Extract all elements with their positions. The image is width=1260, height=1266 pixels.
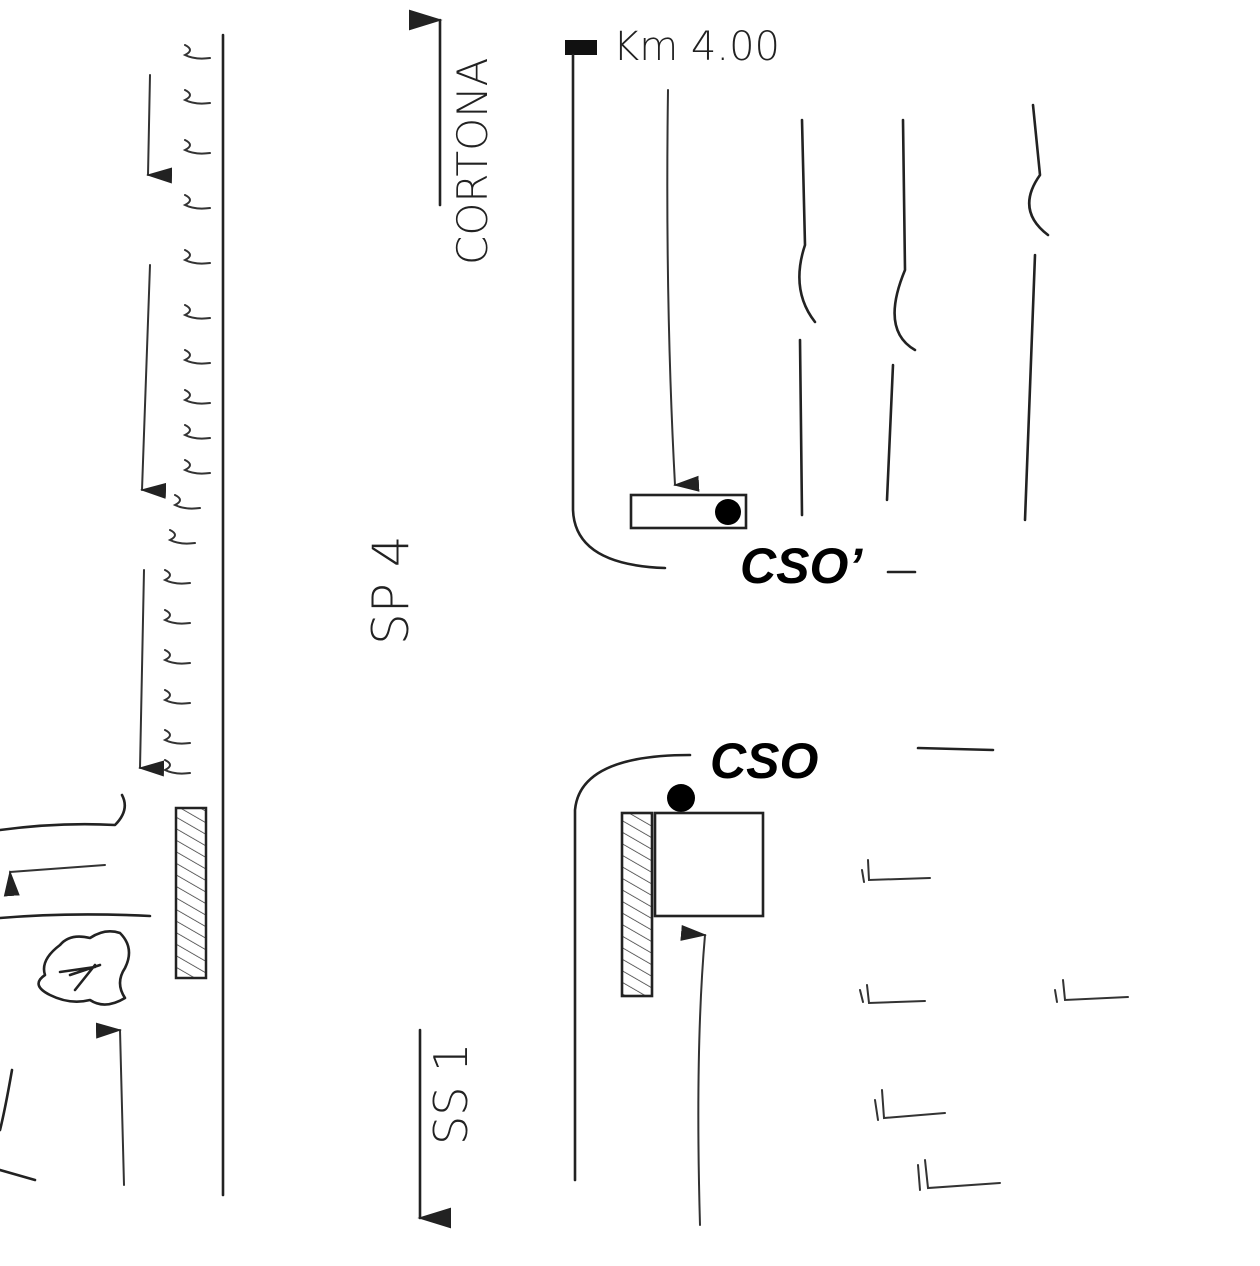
field-boundary <box>798 118 817 517</box>
cso-prime-point <box>715 499 741 525</box>
field-boundary <box>885 118 917 502</box>
grass-marks <box>162 44 211 775</box>
direction-label-cortona: CORTONA <box>448 58 497 265</box>
hatched-building <box>620 811 654 998</box>
road-label-sp4: SP 4 <box>362 535 420 645</box>
side-street-edge <box>0 793 127 832</box>
grass-tufts <box>859 859 1129 1191</box>
cso-label: CSO <box>710 733 818 789</box>
lane-arrow <box>140 264 167 499</box>
lane-arrow <box>138 569 165 777</box>
right-road-edge-north <box>571 53 667 570</box>
side-street-edge <box>0 913 152 920</box>
road-label-ss1: SS 1 <box>424 1043 478 1145</box>
lane-arrow <box>680 924 707 1226</box>
road-line <box>916 746 995 752</box>
cso-point <box>667 784 695 812</box>
cso-prime-structure <box>629 493 748 530</box>
field-boundary <box>1023 103 1050 522</box>
hatched-building <box>174 806 208 980</box>
tree-icon <box>37 930 131 1006</box>
cso-prime-label: CSO’ <box>740 538 863 594</box>
side-street-arrow <box>3 864 106 897</box>
lane-arrow <box>95 1022 125 1186</box>
tree-icon <box>0 1068 37 1182</box>
km-marker-post <box>565 40 597 55</box>
cso-building <box>653 811 765 918</box>
km-marker-label: Km 4.00 <box>613 24 780 70</box>
right-road-edge-south <box>573 753 692 1182</box>
lane-arrow <box>666 89 700 492</box>
lane-arrow <box>146 74 173 184</box>
